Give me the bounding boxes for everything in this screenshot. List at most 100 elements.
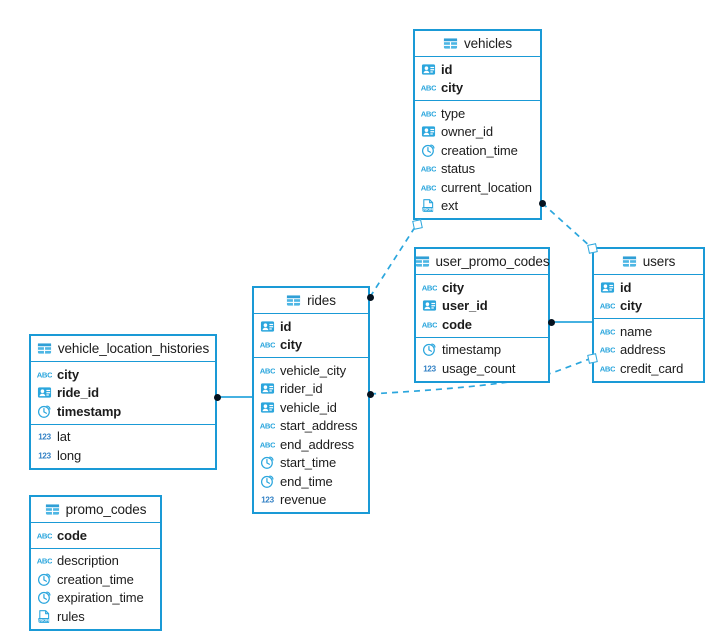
field-row-id[interactable]: id xyxy=(415,60,540,79)
field-row-timestamp[interactable]: timestamp xyxy=(31,402,215,421)
field-row-creation_time[interactable]: creation_time xyxy=(415,141,540,160)
field-row-end_time[interactable]: end_time xyxy=(254,472,368,491)
table-header-users[interactable]: users xyxy=(594,249,703,275)
clock-icon xyxy=(422,343,436,357)
field-label: vehicle_id xyxy=(280,399,337,415)
field-label: id xyxy=(620,279,632,295)
field-row-expiration_time[interactable]: expiration_time xyxy=(31,589,160,608)
field-row-timestamp[interactable]: timestamp xyxy=(416,341,548,360)
svg-text:ABC: ABC xyxy=(260,440,275,449)
abc-text-icon: ABC xyxy=(421,109,436,118)
field-label: id xyxy=(280,318,292,334)
number-123-icon: 123 xyxy=(423,364,437,373)
table-header-rides[interactable]: rides xyxy=(254,288,368,314)
field-row-owner_id[interactable]: owner_id xyxy=(415,123,540,142)
relationship-marker-square-vehicles-to-users-to xyxy=(586,242,598,254)
table-header-vehicles[interactable]: vehicles xyxy=(415,31,540,57)
field-label: timestamp xyxy=(442,342,502,358)
field-row-id[interactable]: id xyxy=(254,317,368,336)
table-title: promo_codes xyxy=(65,502,147,517)
field-row-ride_id[interactable]: ride_id xyxy=(31,384,215,403)
field-label: end_time xyxy=(280,473,333,489)
field-row-vehicle_id[interactable]: vehicle_id xyxy=(254,398,368,417)
field-row-city[interactable]: ABC city xyxy=(416,278,548,297)
svg-text:123: 123 xyxy=(261,496,274,505)
svg-text:ABC: ABC xyxy=(600,327,615,336)
field-label: city xyxy=(442,279,465,295)
field-row-city[interactable]: ABC city xyxy=(254,336,368,355)
abc-text-icon: ABC xyxy=(37,557,52,566)
field-row-start_time[interactable]: start_time xyxy=(254,454,368,473)
field-label: expiration_time xyxy=(57,590,144,606)
field-label: vehicle_city xyxy=(280,362,346,378)
relationship-marker-dot-vehicle-location-histories-to-rides-from xyxy=(213,393,221,401)
field-row-user_id[interactable]: user_id xyxy=(416,297,548,316)
abc-text-icon: ABC xyxy=(600,302,615,311)
json-icon: JSON xyxy=(38,609,49,623)
table-header-promo_codes[interactable]: promo_codes xyxy=(31,497,160,523)
abc-text-icon: ABC xyxy=(422,283,437,292)
field-label: creation_time xyxy=(57,571,134,587)
abc-text-icon: ABC xyxy=(260,366,275,375)
svg-text:ABC: ABC xyxy=(422,283,437,292)
svg-text:ABC: ABC xyxy=(260,422,275,431)
field-label: revenue xyxy=(280,492,327,508)
abc-text-icon: ABC xyxy=(260,440,275,449)
relationship-vehicles-to-users[interactable] xyxy=(541,202,593,249)
relationship-rides-to-vehicles[interactable] xyxy=(369,223,418,298)
field-label: rider_id xyxy=(280,381,323,397)
json-icon: JSON xyxy=(422,199,433,213)
table-title: vehicle_location_histories xyxy=(57,341,210,356)
field-label: city xyxy=(280,337,303,353)
svg-text:123: 123 xyxy=(38,451,51,460)
field-label: id xyxy=(441,61,453,77)
relationship-marker-dot-rides-to-users-from xyxy=(366,390,374,398)
table-header-user_promo_codes[interactable]: user_promo_codes xyxy=(415,249,550,275)
field-row-id[interactable]: id xyxy=(594,278,703,297)
relationship-marker-dot-rides-to-vehicles-from xyxy=(366,293,374,301)
svg-text:JSON: JSON xyxy=(422,207,433,212)
field-row-vehicle_city[interactable]: ABC vehicle_city xyxy=(254,361,368,380)
field-row-creation_time[interactable]: creation_time xyxy=(31,570,160,589)
svg-text:ABC: ABC xyxy=(260,341,275,350)
abc-text-icon: ABC xyxy=(600,364,615,373)
table-header-vehicle_location_histories[interactable]: vehicle_location_histories xyxy=(31,336,215,362)
field-row-revenue[interactable]: 123 revenue xyxy=(254,491,368,510)
field-label: current_location xyxy=(441,179,532,195)
field-label: timestamp xyxy=(57,403,122,419)
svg-text:ABC: ABC xyxy=(421,109,436,118)
field-row-rider_id[interactable]: rider_id xyxy=(254,380,368,399)
